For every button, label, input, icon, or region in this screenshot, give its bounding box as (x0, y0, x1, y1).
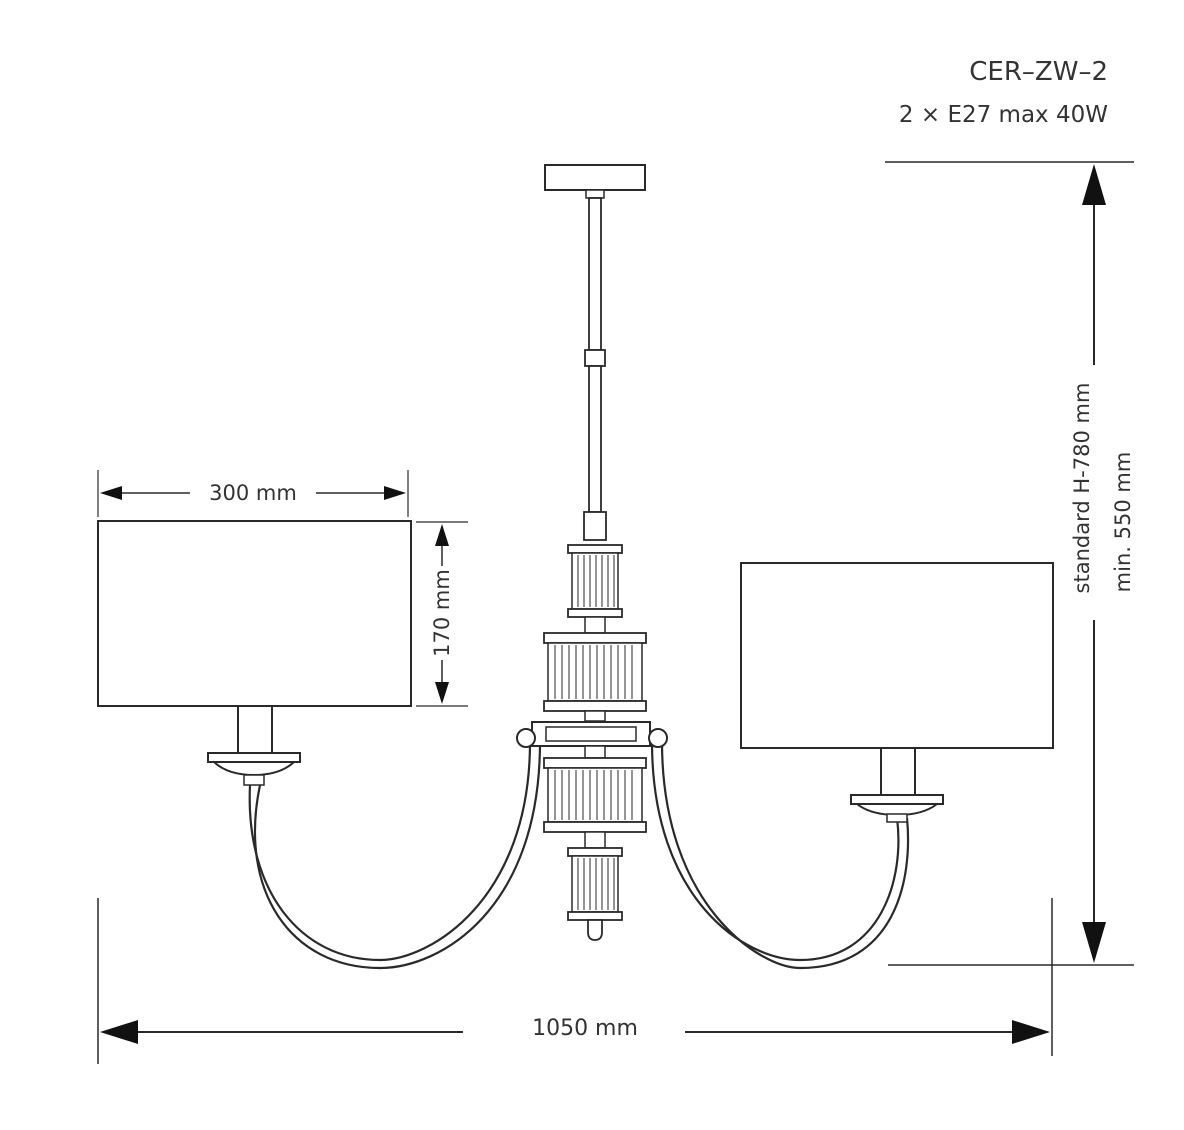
crystal-ring (543, 757, 647, 833)
total-width-label: 1050 mm (532, 1016, 638, 1041)
right-drip-cup (850, 794, 944, 805)
left-lamp (97, 520, 412, 786)
arrow-left-icon (100, 486, 122, 500)
right-lampshade (740, 562, 1054, 749)
rod-coupler (584, 349, 606, 367)
crystal-ring (567, 847, 623, 921)
rod-collar (583, 511, 607, 541)
arrow-up-icon (435, 524, 449, 546)
arrow-right-icon (1012, 1020, 1050, 1044)
arrow-right-icon (384, 486, 406, 500)
chandelier (97, 164, 1054, 970)
left-drip-cup (207, 752, 301, 763)
column-spacer (584, 710, 606, 722)
crystal-ring (543, 632, 647, 712)
height-dimension: standard H-780 mm min. 550 mm (885, 161, 1144, 966)
left-hub-ball (516, 728, 536, 748)
total-width-dimension: 1050 mm (97, 898, 1053, 1064)
column-spacer (584, 616, 606, 634)
suspension-rod-lower (588, 365, 602, 513)
suspension-rod-upper (588, 197, 602, 351)
right-arm-joint (886, 813, 908, 823)
left-arm (248, 741, 532, 962)
right-hub-ball (648, 728, 668, 748)
height-standard-label: standard H-780 mm (1070, 383, 1094, 594)
shade-height-dimension: 170 mm (416, 521, 468, 707)
model-code: CER–ZW–2 (969, 57, 1108, 87)
arrow-down-icon (1082, 922, 1106, 963)
canopy-neck (585, 189, 605, 199)
height-label-gap (1064, 365, 1144, 620)
bulb-spec: 2 × E27 max 40W (899, 102, 1108, 128)
left-lampshade (97, 520, 412, 707)
crystal-ring (567, 544, 623, 618)
column-spacer (584, 745, 606, 759)
left-arm-inner (253, 741, 542, 970)
shade-width-label: 300 mm (209, 481, 297, 505)
right-arm (650, 741, 900, 962)
arrow-up-icon (1082, 164, 1106, 205)
left-arm-joint (243, 774, 265, 786)
finial (587, 919, 603, 941)
height-min-label: min. 550 mm (1111, 452, 1135, 593)
column-spacer (584, 831, 606, 849)
ceiling-canopy (544, 164, 646, 191)
right-arm-inner (660, 741, 910, 970)
right-bulb-socket (880, 747, 916, 797)
shade-height-label: 170 mm (430, 569, 454, 657)
shade-width-dimension: 300 mm (97, 470, 409, 517)
right-lamp (740, 562, 1054, 823)
left-bulb-socket (237, 705, 273, 755)
arm-hub-inner (545, 726, 637, 742)
left-cup-base (211, 761, 297, 777)
arrow-down-icon (435, 682, 449, 704)
arrow-left-icon (100, 1020, 138, 1044)
